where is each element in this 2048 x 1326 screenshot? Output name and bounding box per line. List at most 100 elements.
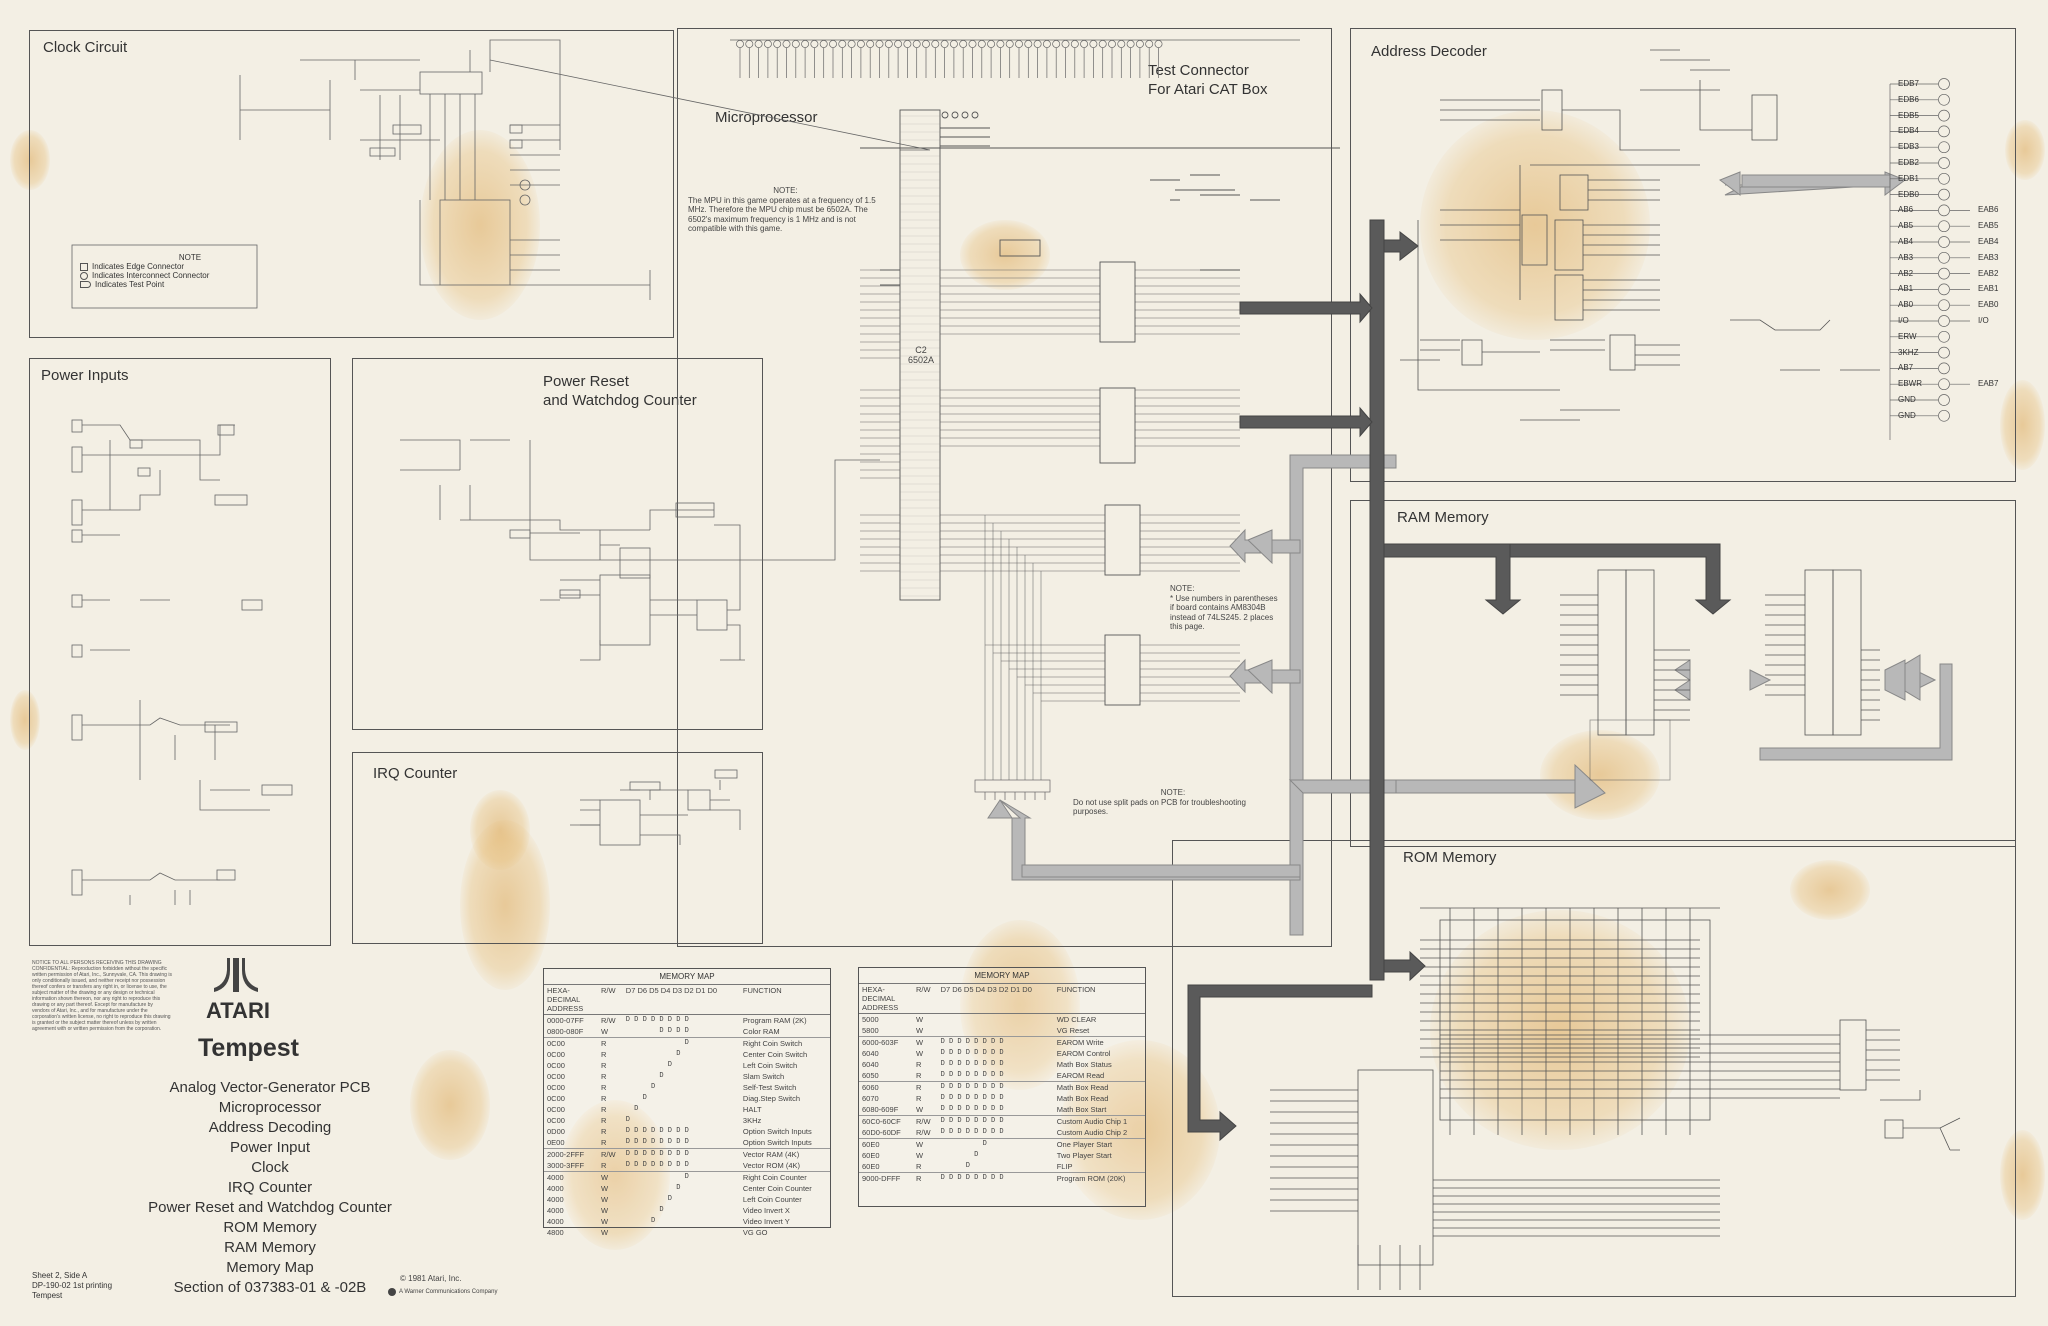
address-decoder-panel: Address Decoder (1350, 28, 2016, 482)
memory-map-cell: R (601, 1127, 607, 1136)
edge-connector-pin (1938, 346, 1950, 359)
memory-map-cell: Vector RAM (4K) (742, 1150, 800, 1159)
sheet-info: Sheet 2, Side A DP-190-02 1st printing T… (32, 1271, 113, 1300)
memory-map-cell: D D D D D D D D (940, 1060, 1004, 1068)
memory-map-cell: 3KHz (742, 1116, 762, 1125)
memory-map-cell: Program ROM (20K) (1056, 1174, 1126, 1183)
edge-connector-pin (1938, 378, 1950, 391)
edge-connector-pin (1938, 204, 1950, 217)
game-title: Tempest (198, 1034, 299, 1062)
edge-label: EDB5 (1898, 110, 1919, 120)
memory-map-cell: 6080-609F (859, 1104, 913, 1116)
test-connector-pin (1126, 40, 1135, 48)
title-line: Address Decoding (208, 1119, 332, 1136)
warner-logo-icon (388, 1288, 396, 1296)
memory-map-cell: 60E0 (862, 1140, 880, 1149)
edge-connector-pin (1938, 109, 1950, 122)
edge-label: 3KHZ (1898, 347, 1919, 357)
edge-connector-pin (1938, 157, 1950, 169)
memory-map-cell: 6060 (862, 1083, 879, 1092)
test-connector-pin (922, 40, 930, 48)
memory-map-cell: 4800 (547, 1228, 564, 1237)
memory-map-cell: W (913, 1025, 938, 1037)
confidential-notice: NOTICE TO ALL PERSONS RECEIVING THIS DRA… (32, 960, 172, 1032)
test-connector-pin (1108, 40, 1116, 48)
test-connector-pin (1145, 40, 1154, 48)
memory-map-cell: Option Switch Inputs (739, 1137, 830, 1149)
circle-icon (80, 271, 88, 280)
panel-title: ROM Memory (1403, 849, 1497, 866)
test-connector-pin (875, 40, 884, 48)
memory-map-cell: D D D D D D D D (937, 1127, 1054, 1139)
test-connector-pin (912, 40, 921, 48)
memory-map-cell: D (940, 1151, 1004, 1159)
edge-label: EDB3 (1898, 142, 1919, 152)
memory-map-cell: HALT (742, 1105, 762, 1114)
memory-map-cell (937, 1025, 1054, 1037)
memory-map-header-cell: HEXA-DECIMAL ADDRESS (544, 985, 598, 1015)
test-connector-pin (1015, 40, 1023, 48)
test-connector-pin (977, 40, 986, 48)
memory-map-cell: W (601, 1217, 609, 1226)
test-point-icon (80, 281, 91, 288)
memory-map-cell: D (625, 1173, 689, 1181)
test-connector-pin (829, 40, 837, 48)
memory-map-cell: 0800-080F (544, 1026, 598, 1038)
memory-map-cell: 2000-2FFF (547, 1150, 585, 1159)
memory-map-cell: W (913, 1104, 938, 1116)
memory-map-cell: 4000 (547, 1206, 564, 1215)
memory-map-cell: R (601, 1039, 607, 1048)
memory-map-cell: R (916, 1083, 922, 1092)
edge-label-right: EAB3 (1978, 252, 1999, 262)
memory-map-cell: Diag.Step Switch (742, 1094, 801, 1103)
edge-label-right: EAB6 (1978, 205, 1999, 215)
test-connector-pin (1042, 40, 1051, 48)
edge-connector-pin (1938, 188, 1950, 201)
legend-interconnect: Indicates Interconnect Connector (80, 271, 260, 280)
title-line: Memory Map (226, 1259, 314, 1276)
edge-label: EDB7 (1898, 79, 1919, 88)
memory-map-cell: W (598, 1026, 623, 1038)
memory-map-cell: 0000-07FF (547, 1016, 584, 1025)
memory-map-cell: D D D D D D D D (625, 1150, 689, 1158)
memory-map-cell: Center Coin Counter (742, 1184, 812, 1193)
memory-map-cell: R (601, 1050, 607, 1059)
memory-map-cell: D (625, 1184, 689, 1192)
memory-map-cell: D D D D D D D D (940, 1117, 1004, 1125)
edge-connector-pin (1938, 93, 1950, 106)
memory-map-cell: 0D00 (547, 1127, 565, 1136)
memory-map-cell: Slam Switch (742, 1072, 785, 1081)
memory-map-cell: W (916, 1015, 924, 1024)
edge-label-right: EAB4 (1978, 237, 1999, 246)
edge-connector-pin (1938, 283, 1950, 296)
memory-map-cell: 4000 (547, 1195, 564, 1204)
memory-map-cell: 4000 (547, 1184, 564, 1193)
edge-label: GND (1898, 410, 1916, 420)
memory-map-cell: Left Coin Switch (742, 1061, 798, 1070)
test-connector-pin (940, 40, 949, 48)
memory-map-cell: R (916, 1094, 922, 1103)
memory-map-cell: 60D0-60DF (859, 1127, 913, 1139)
test-connector-pin (763, 40, 772, 48)
edge-connector-pin (1938, 299, 1950, 312)
edge-connector-pin (1938, 125, 1950, 138)
memory-map-cell: 6050 (859, 1070, 913, 1082)
memory-map-cell: D D D D D D D D (625, 1016, 689, 1024)
edge-label-right: I/O (1978, 316, 1989, 325)
memory-map-header-cell: D7 D6 D5 D4 D3 D2 D1 D0 (622, 985, 740, 1015)
edge-label-right: EAB0 (1978, 300, 1999, 310)
memory-map-cell: R (916, 1060, 922, 1069)
memory-map-cell: 60C0-60CF (862, 1117, 901, 1126)
test-connector-pin (949, 40, 958, 48)
